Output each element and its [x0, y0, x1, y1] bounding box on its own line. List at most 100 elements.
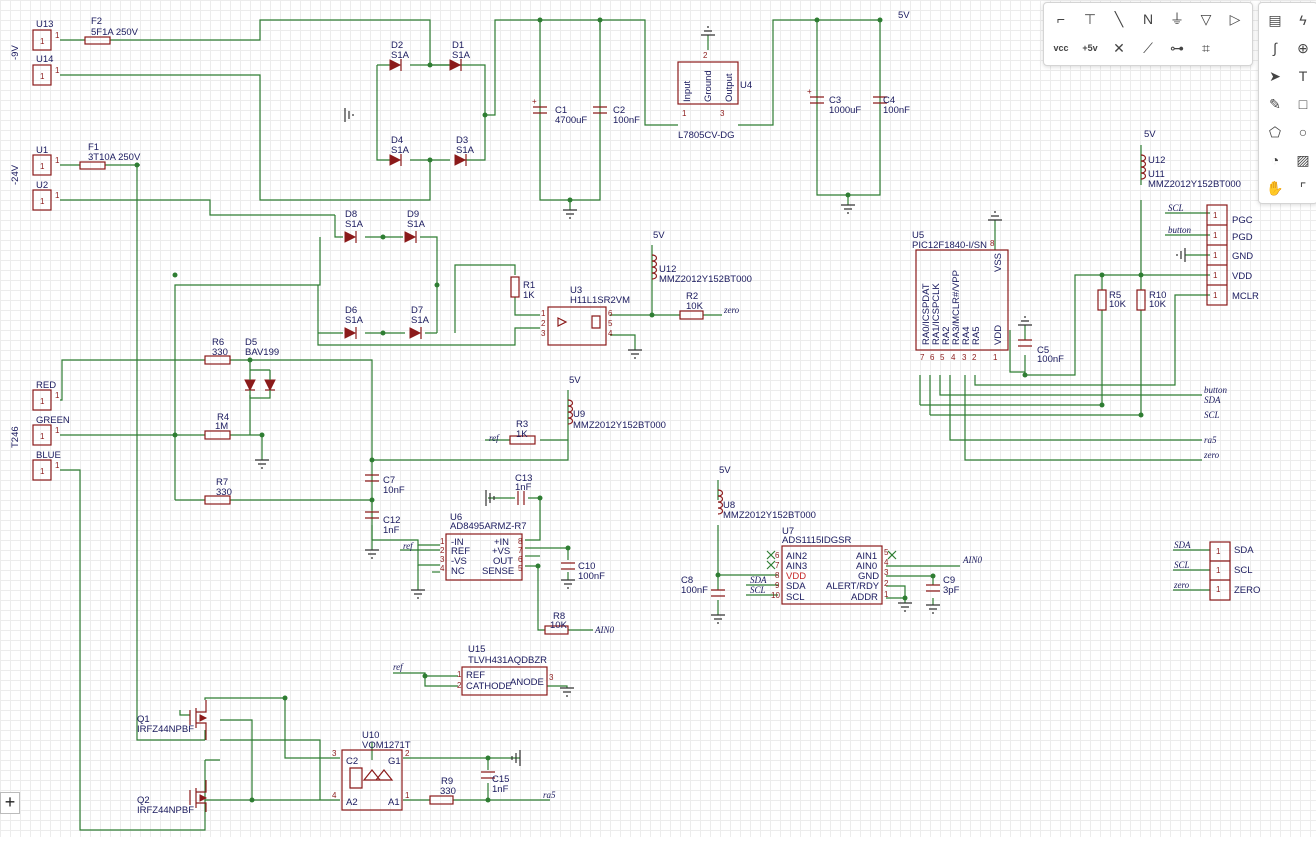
inductor-U12-mid[interactable]: 5V U12 MMZ2012Y152BT000	[651, 230, 752, 285]
bus-icon[interactable]: ╲	[1114, 10, 1124, 27]
ground-icon[interactable]: ⏚	[1170, 11, 1184, 27]
group-icon[interactable]: ⌗	[1202, 39, 1210, 56]
svg-text:U1: U1	[36, 145, 48, 156]
net-label-icon[interactable]: N	[1142, 11, 1154, 27]
circle-icon[interactable]: ○	[1298, 124, 1308, 140]
svg-text:U6: U6	[450, 512, 462, 523]
adc-U7[interactable]: U7 ADS1115IDGSR AIN2 AIN3 VDD SDA SCL AI…	[766, 526, 897, 605]
reference-U15[interactable]: U15 TLVH431AQDBZR REF CATHODE ANODE 123	[457, 644, 554, 696]
svg-text:RA5: RA5	[971, 327, 982, 345]
inductor-U12-top[interactable]: 5V U12 U11 MMZ2012Y152BT000	[1140, 129, 1241, 190]
net-port-icon[interactable]: ▷	[1229, 10, 1241, 27]
regulator-U4[interactable]: 123 Input Ground Output U4 L7805CV-DG	[677, 51, 752, 141]
arrow-icon[interactable]: ➤	[1269, 67, 1281, 84]
rectangle-icon[interactable]: □	[1298, 96, 1308, 112]
optocoupler-U3[interactable]: U3 H11L1SR2VM 123 654	[541, 285, 630, 346]
pencil-icon[interactable]: ✎	[1269, 95, 1281, 112]
corner-icon[interactable]: ⌜	[1299, 179, 1307, 196]
i2c-header[interactable]: 111 SDA SCL ZERO SDA SCL zero	[1173, 540, 1260, 601]
pie-icon[interactable]: ◔	[1270, 152, 1280, 168]
svg-text:ANODE: ANODE	[510, 677, 544, 688]
part-icon[interactable]: ▤	[1268, 11, 1282, 28]
vcc-icon[interactable]: vcc	[1053, 43, 1069, 53]
image-icon[interactable]: ▨	[1296, 151, 1310, 168]
polygon-icon[interactable]: ⬠	[1268, 123, 1282, 140]
svg-text:1M: 1M	[215, 421, 228, 432]
svg-text:R5: R5	[1109, 290, 1121, 301]
svg-text:SDA: SDA	[1234, 545, 1254, 556]
bus-entry-icon[interactable]: ⊤	[1083, 10, 1097, 27]
wire-icon[interactable]: ⌐	[1056, 11, 1066, 27]
mosfet-Q2[interactable]: Q2 IRFZ44NPBF	[137, 780, 208, 816]
svg-text:1: 1	[541, 309, 546, 318]
pin-icon[interactable]: ⊶	[1170, 39, 1184, 56]
svg-text:RA3/MCLR#/VPP: RA3/MCLR#/VPP	[951, 270, 962, 345]
zoom-in-button[interactable]: +	[0, 792, 20, 814]
svg-text:U13: U13	[36, 19, 53, 30]
plus5v-icon[interactable]: +5v	[1082, 43, 1098, 53]
svg-text:AIN2: AIN2	[786, 551, 807, 562]
arc-icon[interactable]: ∫	[1273, 40, 1277, 56]
probe-icon[interactable]: ⟋	[1143, 39, 1153, 56]
lightning-icon[interactable]: ϟ	[1299, 12, 1307, 28]
svg-text:C2: C2	[613, 105, 625, 116]
inductor-U9[interactable]: 5V U9 MMZ2012Y152BT000	[567, 375, 666, 431]
svg-text:U12: U12	[1148, 155, 1165, 166]
no-connect-icon[interactable]: ✕	[1113, 39, 1125, 56]
hand-icon[interactable]: ✋	[1266, 179, 1284, 196]
inductor-U8[interactable]: 5V U8 MMZ2012Y152BT000	[717, 465, 816, 521]
crosshair-icon[interactable]: ⊕	[1297, 39, 1309, 56]
amplifier-U6[interactable]: U6 AD8495ARMZ-R7 -IN REF -VS NC +IN +VS …	[440, 512, 527, 581]
svg-text:GND: GND	[1232, 251, 1253, 262]
mosfet-Q1[interactable]: Q1 IRFZ44NPBF	[137, 700, 208, 740]
svg-text:D8: D8	[345, 209, 357, 220]
text-icon[interactable]: T	[1298, 68, 1308, 84]
diode-D5[interactable]: D5 BAV199	[240, 337, 279, 399]
gnd-triangle-icon[interactable]: ▽	[1200, 10, 1212, 27]
microcontroller-U5[interactable]: U5 PIC12F1840-I/SN VSS 8 RA0/ICSPDAT RA1…	[912, 230, 1009, 362]
